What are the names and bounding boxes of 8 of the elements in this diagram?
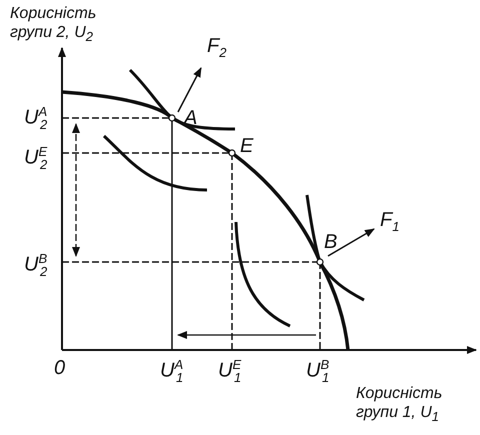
point-label: A [184,108,198,128]
point-label: B [324,232,338,252]
origin-label: 0 [54,358,66,378]
point-label: E [240,136,254,156]
axis-title: Корисність групи 2, U$_{2}$ [10,4,98,45]
axis-title: Корисність групи 1, U$_{1}$ [356,384,444,425]
vector-label: F$_{2}$ [207,36,226,59]
vector-label: F$_{1}$ [380,210,400,233]
